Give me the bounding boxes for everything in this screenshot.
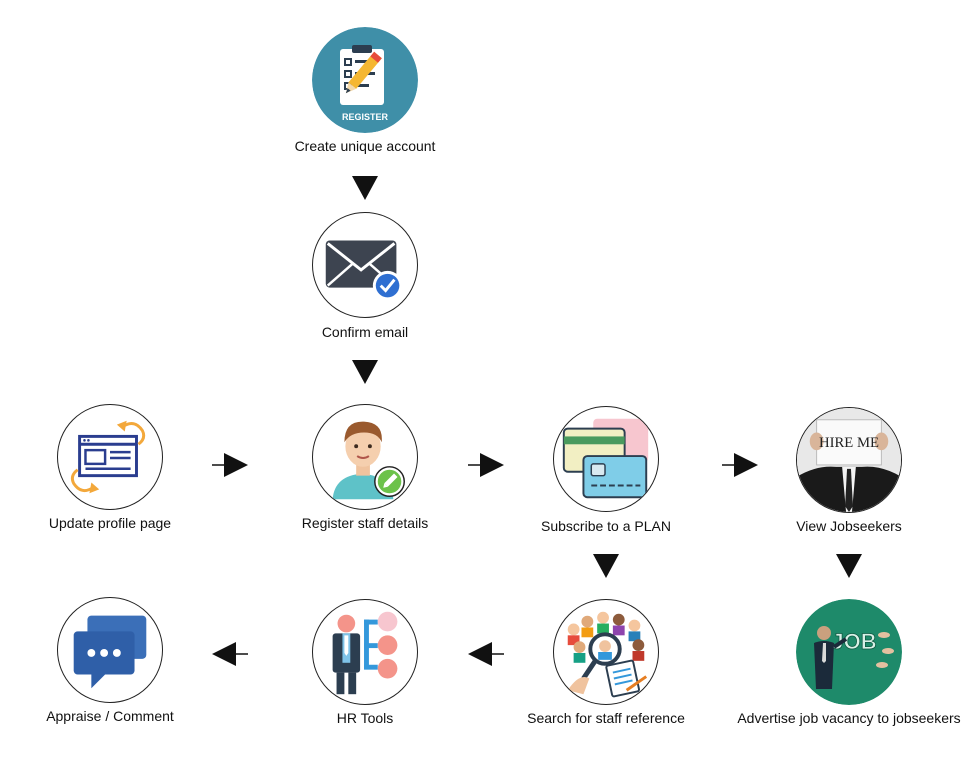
arrow-down-4 <box>836 554 862 578</box>
credit-cards-icon <box>562 418 649 499</box>
hire-me-sign-photo: HIRE ME <box>797 408 901 512</box>
arrow-down-3 <box>593 554 619 578</box>
arrow-right-3 <box>722 453 758 477</box>
arrow-right-2 <box>468 453 504 477</box>
register-icon-text: REGISTER <box>342 112 389 122</box>
hr-tools-label: HR Tools <box>336 710 394 726</box>
chat-bubbles-icon <box>73 615 147 689</box>
update-profile-label: Update profile page <box>48 515 172 531</box>
staff-profile-edit-icon <box>332 421 405 500</box>
arrow-down-1 <box>352 176 378 200</box>
arrow-left-1 <box>468 642 504 666</box>
advertise-job-label: Advertise job vacancy to jobseekers <box>737 710 961 726</box>
job-advert-photo: JOB <box>796 599 902 705</box>
appraise-node <box>57 597 163 703</box>
job-text: JOB <box>831 629 876 654</box>
envelope-check-icon <box>325 240 403 301</box>
create-account-label: Create unique account <box>294 138 436 154</box>
create-account-node: REGISTER <box>312 27 418 133</box>
profile-refresh-icon <box>70 420 146 494</box>
view-jobseekers-node: HIRE ME <box>796 407 902 513</box>
subscribe-plan-label: Subscribe to a PLAN <box>541 518 671 534</box>
arrow-down-2 <box>352 360 378 384</box>
advertise-job-node: JOB <box>796 599 902 705</box>
update-profile-node <box>57 404 163 510</box>
subscribe-plan-node <box>553 406 659 512</box>
search-staff-node <box>553 599 659 705</box>
register-staff-label: Register staff details <box>301 515 429 531</box>
appraise-label: Appraise / Comment <box>46 708 174 724</box>
confirm-email-node <box>312 212 418 318</box>
search-staff-label: Search for staff reference <box>527 710 685 726</box>
arrow-left-2 <box>212 642 248 666</box>
hr-org-chart-icon <box>332 611 398 695</box>
register-staff-node <box>312 404 418 510</box>
confirm-email-label: Confirm email <box>321 324 409 340</box>
register-clipboard-icon: REGISTER <box>312 27 418 133</box>
crowd-magnifier-icon <box>567 611 648 698</box>
hr-tools-node <box>312 599 418 705</box>
arrow-right-1 <box>212 453 248 477</box>
hire-me-text: HIRE ME <box>819 435 879 451</box>
view-jobseekers-label: View Jobseekers <box>796 518 902 534</box>
